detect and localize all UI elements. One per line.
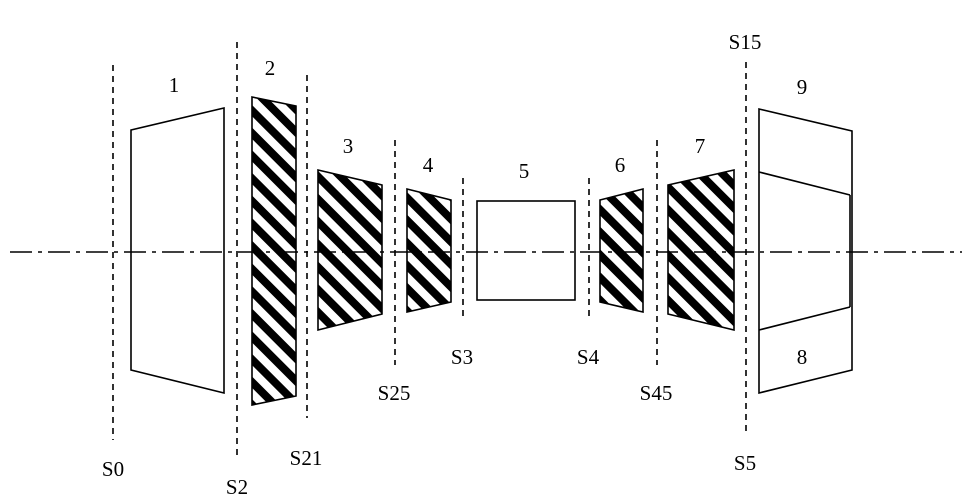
component-3-hatched-stage	[317, 168, 383, 332]
component-8-9-nozzle	[758, 107, 853, 395]
component-5-box	[476, 200, 576, 301]
component-label-3: 3	[343, 134, 354, 158]
component-1-fan	[130, 106, 225, 395]
component-6-hatched-stage	[599, 187, 644, 314]
component-4-hatched-stage	[406, 187, 452, 314]
station-label-s15: S15	[729, 30, 762, 54]
nozzle-inner-lower-line	[758, 306, 851, 331]
station-label-s25: S25	[378, 381, 411, 405]
station-label-s5: S5	[734, 451, 756, 475]
component-label-9: 9	[797, 75, 808, 99]
component-label-6: 6	[615, 153, 626, 177]
station-label-s45: S45	[640, 381, 673, 405]
station-label-s21: S21	[290, 446, 323, 470]
nozzle-inner-upper-line	[758, 171, 851, 196]
component-label-8: 8	[797, 345, 808, 369]
station-label-s0: S0	[102, 457, 124, 481]
component-label-2: 2	[265, 56, 276, 80]
station-label-s4: S4	[577, 345, 600, 369]
component-label-4: 4	[423, 153, 434, 177]
component-label-7: 7	[695, 134, 706, 158]
component-label-5: 5	[519, 159, 530, 183]
station-label-s2: S2	[226, 475, 248, 499]
component-7-hatched-stage	[667, 168, 735, 332]
station-label-s3: S3	[451, 345, 473, 369]
component-label-1: 1	[169, 73, 180, 97]
component-2-hatched-stage	[251, 96, 297, 406]
